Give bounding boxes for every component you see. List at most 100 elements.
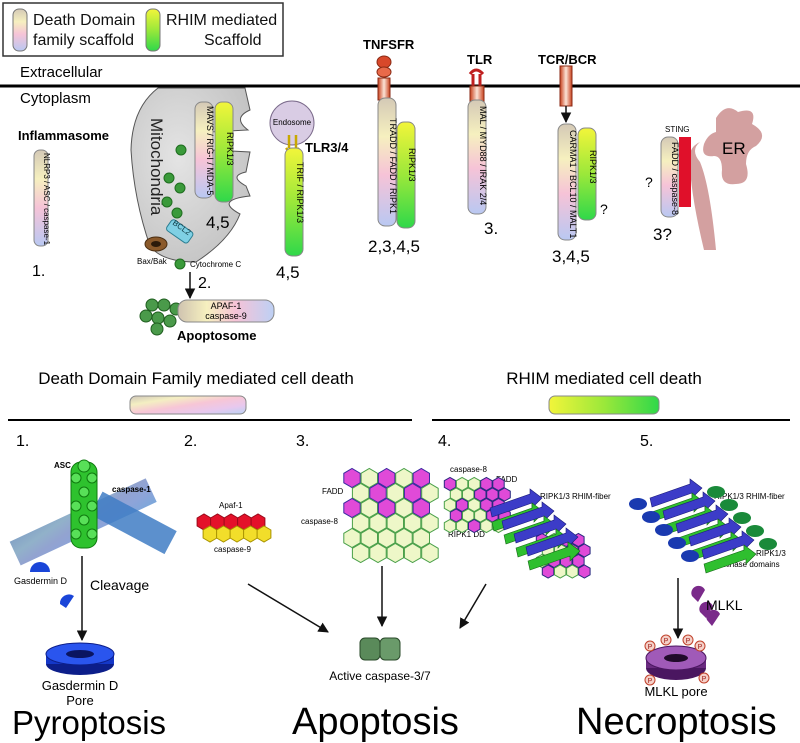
panel-2-arrow [247, 583, 329, 633]
apoptosome-label: Apoptosome [177, 328, 256, 343]
kinase-domain [642, 511, 660, 523]
sting-question: ? [645, 174, 653, 190]
fadd-hexagon [455, 497, 469, 513]
endosome [269, 100, 315, 146]
fadd-label: FADD [322, 487, 344, 496]
cytochrome-c-dot [161, 196, 173, 208]
caspase8-hexagon [412, 527, 430, 549]
fadd-hexagon [498, 487, 511, 502]
active-caspase-label: Active caspase-3/7 [329, 669, 431, 683]
necroptosis-label: Necroptosis [576, 701, 777, 743]
kinase-domain [681, 550, 699, 562]
panel-4-number: 4. [438, 433, 451, 450]
er-tail [689, 142, 716, 250]
kinase-domain [733, 512, 751, 524]
mitochondria: Mitochondria BCL2 Bax/Bak Cytochrome C [130, 87, 251, 270]
fadd-hexagon [443, 476, 457, 492]
sting-pathway-number: 3? [653, 225, 672, 244]
apaf-line-2: caspase-9 [205, 311, 247, 321]
legend-rhim-label-2: Scaffold [204, 32, 262, 49]
caspase8-hexagon [462, 508, 475, 523]
caspase8-hexagon [462, 487, 475, 502]
panel-2-number: 2. [184, 433, 197, 450]
phospho-label: P [648, 678, 653, 685]
fadd-hexagon [578, 564, 591, 579]
caspase8-hexagon [351, 542, 370, 564]
gasdermin-fragment [30, 562, 50, 572]
tradd-bar-text: TRADD / FADD / RIPK1 [388, 118, 398, 214]
tlr34-label: TLR3/4 [305, 140, 349, 155]
apoptosis-label: Apoptosis [292, 701, 459, 743]
cytochrome-c-dot [174, 182, 186, 194]
caspase8-hexagon [369, 542, 387, 564]
phospho-label: P [648, 644, 653, 651]
kinase-domain [655, 524, 673, 536]
caspase8-hexagon [343, 527, 361, 549]
fadd-hexagon [492, 476, 505, 492]
phospho-mark [694, 640, 706, 652]
fadd-hexagon [377, 467, 396, 489]
cleavage-label: Cleavage [90, 577, 149, 593]
mitochondria-label: Mitochondria [147, 118, 166, 216]
mlkl-label: MLKL [706, 597, 743, 613]
legend-dd-swatch [12, 8, 28, 52]
legend-dd-label-2: family scaffold [33, 32, 134, 49]
mito-pathway-number: 4,5 [206, 213, 230, 232]
legend: Death Domain family scaffold RHIM mediat… [2, 2, 284, 57]
fadd-hexagon [403, 482, 422, 504]
panel-3-number: 3. [296, 433, 309, 450]
kinase-domain [668, 537, 686, 549]
inflammasome-scaffold-bar [33, 149, 49, 247]
apaf-scaffold-bar [177, 299, 275, 323]
trif-scaffold-bar [284, 147, 304, 257]
caspase9-hexagon [202, 525, 218, 543]
caspase9-hexagon [229, 525, 245, 543]
caspase8-hexagon [395, 467, 413, 489]
gasdermin-pore-label-2: Pore [66, 693, 93, 708]
legend-rhim-label-1: RHIM mediated [166, 12, 277, 29]
mavs-scaffold-bar [194, 101, 214, 199]
tradd-rhim-text: RIPK1/3 [407, 148, 417, 182]
trif-bar-text: TRIF / RIPK1/3 [295, 162, 305, 223]
pyroptosis-label: Pyroptosis [12, 704, 166, 741]
p4-fadd-label: FADD [496, 475, 518, 484]
caspase1-filament [70, 459, 98, 549]
tcr-bcr-receptor [559, 65, 573, 107]
caspase8-hexagon [360, 467, 378, 489]
mavs-rhim-bar [214, 101, 234, 203]
caspase8-hexagon [369, 512, 387, 534]
fadd-hexagon [480, 476, 493, 492]
caspase8-hexagon [421, 512, 439, 534]
carma-bar-text: CARMA1 / BCL10 / MALT1 [568, 130, 578, 238]
legend-rhim-swatch [145, 8, 161, 52]
rhim-fiber-segment [525, 527, 581, 571]
caspase9-hexagon-layer [202, 525, 272, 543]
cytochrome-c-label: Cytochrome C [190, 260, 241, 269]
phospho-mark [682, 634, 694, 646]
cytochrome-c-dot [163, 172, 175, 184]
caspase8-hexagon [377, 527, 396, 549]
caspase8-hexagon [395, 527, 413, 549]
mavs-bar-text: MAVS / RIG-I / MDA-5 [205, 106, 215, 195]
endosome-label: Endosome [273, 118, 312, 127]
tnfsfr-receptor [376, 55, 392, 101]
apaf1-label: Apaf-1 [219, 501, 243, 510]
p4-ripk1dd-label: RIPK1 DD [448, 530, 485, 539]
cytochrome-c-dot [175, 144, 187, 156]
p4-caspase8-label: caspase-8 [450, 465, 487, 474]
p5-kinase-label-1: RIPK1/3 [756, 549, 786, 558]
bcl2-protein [166, 219, 194, 244]
caspase9-label: caspase-9 [214, 545, 251, 554]
rhim-section-title: RHIM mediated cell death [506, 369, 702, 388]
asc-label: ASC [54, 461, 71, 470]
panel-5-number: 5. [640, 433, 653, 450]
fadd-hexagon [480, 497, 493, 513]
caspase9-hexagon [243, 525, 258, 543]
p5-rhim-fiber [629, 478, 777, 574]
er-label: ER [722, 139, 746, 158]
mavs-rhim-text: RIPK1/3 [225, 132, 235, 166]
apoptosome-subunit [145, 298, 159, 312]
fadd-hexagon [343, 467, 361, 489]
tlr-pathway-number: 3. [484, 219, 498, 238]
